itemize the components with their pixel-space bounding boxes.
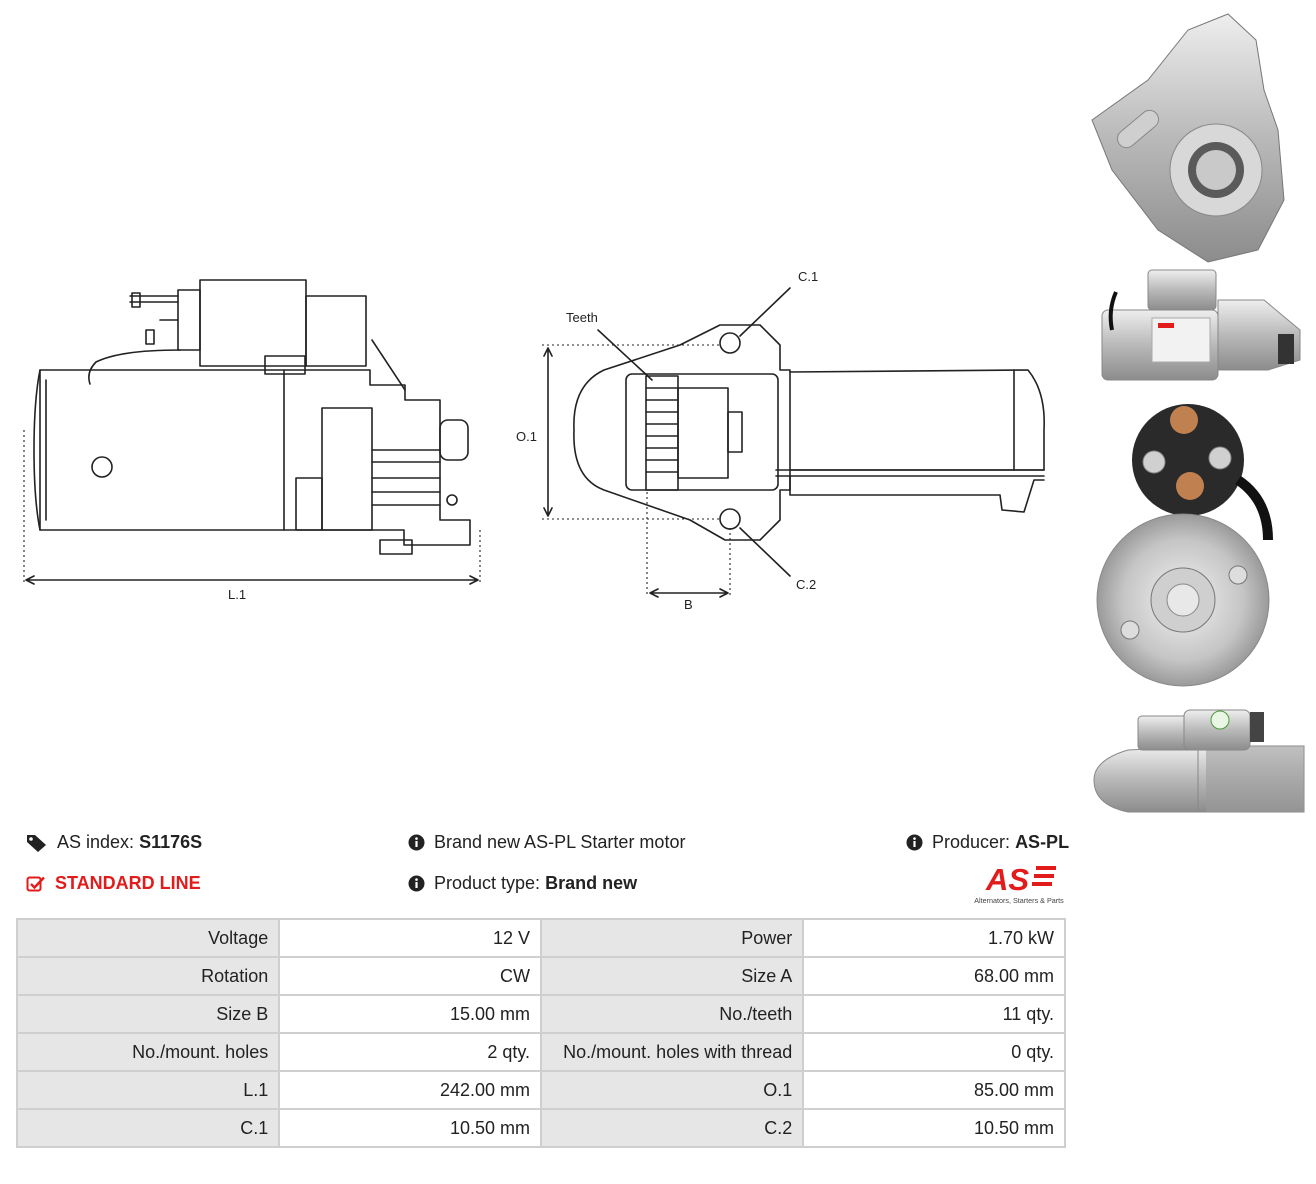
product-type-row: Product type: Brand new xyxy=(408,873,637,894)
spec-label: Power xyxy=(542,920,803,956)
product-photo-full[interactable] xyxy=(1093,709,1305,813)
drawing-canvas: L.1 O.1 B C.1 C.2 Tee xyxy=(23,269,1045,612)
spec-value: 2 qty. xyxy=(280,1034,541,1070)
spec-label: No./mount. holes with thread xyxy=(542,1034,803,1070)
table-row: Rotation CW Size A 68.00 mm xyxy=(18,958,1064,994)
as-index-label: AS index: xyxy=(57,832,135,852)
spec-label: O.1 xyxy=(542,1072,803,1108)
spec-label: C.2 xyxy=(542,1110,803,1146)
info-icon xyxy=(408,834,425,851)
spec-label: Size A xyxy=(542,958,803,994)
product-photo-nose[interactable] xyxy=(1091,13,1285,263)
front-view-drawing: O.1 B C.1 C.2 Teeth xyxy=(516,269,1045,612)
spec-value: 10.50 mm xyxy=(804,1110,1064,1146)
table-row: No./mount. holes 2 qty. No./mount. holes… xyxy=(18,1034,1064,1070)
spec-value: 15.00 mm xyxy=(280,996,541,1032)
specifications-body: Voltage 12 V Power 1.70 kW Rotation CW S… xyxy=(18,920,1064,1146)
spec-value: 68.00 mm xyxy=(804,958,1064,994)
info-icon xyxy=(906,834,923,851)
spec-value: 10.50 mm xyxy=(280,1110,541,1146)
dimension-label-o1: O.1 xyxy=(516,429,537,444)
table-row: Size B 15.00 mm No./teeth 11 qty. xyxy=(18,996,1064,1032)
spec-value: 12 V xyxy=(280,920,541,956)
spec-value: 11 qty. xyxy=(804,996,1064,1032)
as-pl-logo: AS Alternators, Starters & Parts xyxy=(964,862,1074,908)
producer-row: Producer: AS-PL xyxy=(906,832,1069,853)
dimension-label-l1: L.1 xyxy=(228,587,246,602)
product-type-label: Product type: xyxy=(434,873,541,893)
spec-label: C.1 xyxy=(18,1110,279,1146)
dimension-label-c1: C.1 xyxy=(798,269,818,284)
spec-label: L.1 xyxy=(18,1072,279,1108)
producer-value: AS-PL xyxy=(1015,832,1070,852)
table-row: L.1 242.00 mm O.1 85.00 mm xyxy=(18,1072,1064,1108)
product-line-row: STANDARD LINE xyxy=(26,873,201,894)
as-index-value: S1176S xyxy=(139,832,203,852)
info-icon xyxy=(408,875,425,892)
product-line-label: STANDARD LINE xyxy=(55,873,201,893)
as-index-row: AS index: S1176S xyxy=(26,832,202,853)
dimension-label-teeth: Teeth xyxy=(566,310,598,325)
description-row: Brand new AS-PL Starter motor xyxy=(408,832,685,853)
dimension-label-c2: C.2 xyxy=(796,577,816,592)
product-type-value: Brand new xyxy=(545,873,638,893)
checkbox-icon xyxy=(26,876,45,891)
product-description: Brand new AS-PL Starter motor xyxy=(434,832,686,852)
spec-label: Voltage xyxy=(18,920,279,956)
spec-label: No./mount. holes xyxy=(18,1034,279,1070)
spec-label: Rotation xyxy=(18,958,279,994)
side-view-drawing: L.1 xyxy=(23,279,481,602)
dimension-label-b: B xyxy=(684,597,693,612)
spec-label: Size B xyxy=(18,996,279,1032)
producer-label: Producer: xyxy=(932,832,1011,852)
logo-tagline: Alternators, Starters & Parts xyxy=(974,896,1064,905)
product-photo-side[interactable] xyxy=(1101,269,1301,381)
tag-icon xyxy=(27,834,46,852)
spec-value: CW xyxy=(280,958,541,994)
specifications-table: Voltage 12 V Power 1.70 kW Rotation CW S… xyxy=(16,918,1066,1148)
technical-drawings: L.1 O.1 B C.1 C.2 Tee xyxy=(23,269,1045,612)
logo-text: AS xyxy=(985,862,1029,896)
table-row: Voltage 12 V Power 1.70 kW xyxy=(18,920,1064,956)
product-photos xyxy=(1088,0,1316,840)
spec-value: 85.00 mm xyxy=(804,1072,1064,1108)
spec-label: No./teeth xyxy=(542,996,803,1032)
as-logo-mark: AS xyxy=(985,862,1056,896)
spec-value: 1.70 kW xyxy=(804,920,1064,956)
photo-strip xyxy=(1091,13,1305,813)
table-row: C.1 10.50 mm C.2 10.50 mm xyxy=(18,1110,1064,1146)
product-photo-end[interactable] xyxy=(1096,404,1273,687)
spec-value: 242.00 mm xyxy=(280,1072,541,1108)
spec-value: 0 qty. xyxy=(804,1034,1064,1070)
